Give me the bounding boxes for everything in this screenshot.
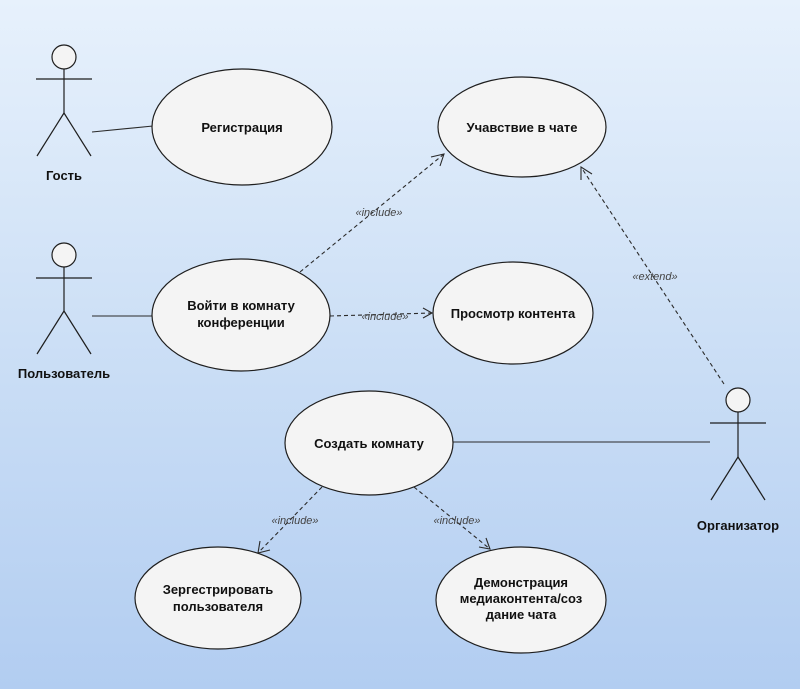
include-arrowhead-content	[422, 307, 434, 319]
usecase-view-content[interactable]: Просмотр контента	[432, 261, 594, 365]
include-label-register: «include»	[271, 515, 318, 527]
usecase-register-user-label-line1: Зергестрировать	[163, 582, 274, 597]
usecase-create-room[interactable]: Создать комнату	[284, 390, 454, 496]
actor-guest[interactable]: Гость	[36, 44, 92, 183]
extend-label-chat: «extend»	[632, 271, 677, 283]
actor-guest-label: Гость	[46, 168, 82, 183]
include-label-media: «include»	[433, 515, 480, 527]
usecase-enter-room-label-line2: конференции	[197, 315, 285, 330]
include-line-create-to-register	[257, 486, 323, 554]
usecase-register-user[interactable]: Зергестрировать пользователя	[134, 546, 302, 650]
usecase-registration[interactable]: Регистрация	[151, 68, 333, 186]
usecase-view-content-label: Просмотр контента	[451, 306, 576, 321]
usecase-chat-label: Учавствие в чате	[467, 120, 578, 135]
actor-guest-head-icon	[51, 44, 77, 70]
usecase-enter-room-label-line1: Войти в комнату	[187, 298, 295, 313]
actor-organizer-label: Организатор	[697, 518, 779, 533]
include-line-create-to-media	[413, 486, 491, 550]
include-line-enter-to-content	[329, 312, 433, 317]
usecase-create-room-label: Создать комнату	[314, 436, 425, 451]
actor-user-label: Пользователь	[18, 366, 110, 381]
include-label-chat: «include»	[355, 207, 402, 219]
usecase-register-user-label-line2: пользователя	[173, 599, 263, 614]
usecase-registration-label: Регистрация	[201, 120, 282, 135]
actor-organizer-head-icon	[725, 387, 751, 413]
usecase-chat-participation[interactable]: Учавствие в чате	[437, 76, 607, 178]
extend-line-organizer-to-chat	[580, 166, 725, 385]
usecase-media-demo-label-line1: Демонстрация	[474, 575, 568, 590]
usecase-enter-conference-room[interactable]: Войти в комнату конференции	[151, 258, 331, 372]
include-arrowhead-media	[478, 537, 491, 550]
actor-organizer[interactable]: Организатор	[697, 387, 779, 533]
usecase-media-demo-label-line3: дание чата	[486, 607, 557, 622]
association-guest-registration	[91, 125, 154, 133]
actor-user-head-icon	[51, 242, 77, 268]
include-line-enter-to-chat	[299, 153, 445, 273]
include-arrowhead-chat	[430, 153, 445, 167]
usecase-media-demo[interactable]: Демонстрация медиаконтента/соз дание чат…	[435, 546, 607, 654]
actor-user[interactable]: Пользователь	[18, 242, 110, 381]
usecase-media-demo-label-line2: медиаконтента/соз	[460, 591, 583, 606]
include-label-content: «include»	[361, 311, 408, 323]
extend-arrowhead-chat	[580, 165, 593, 180]
